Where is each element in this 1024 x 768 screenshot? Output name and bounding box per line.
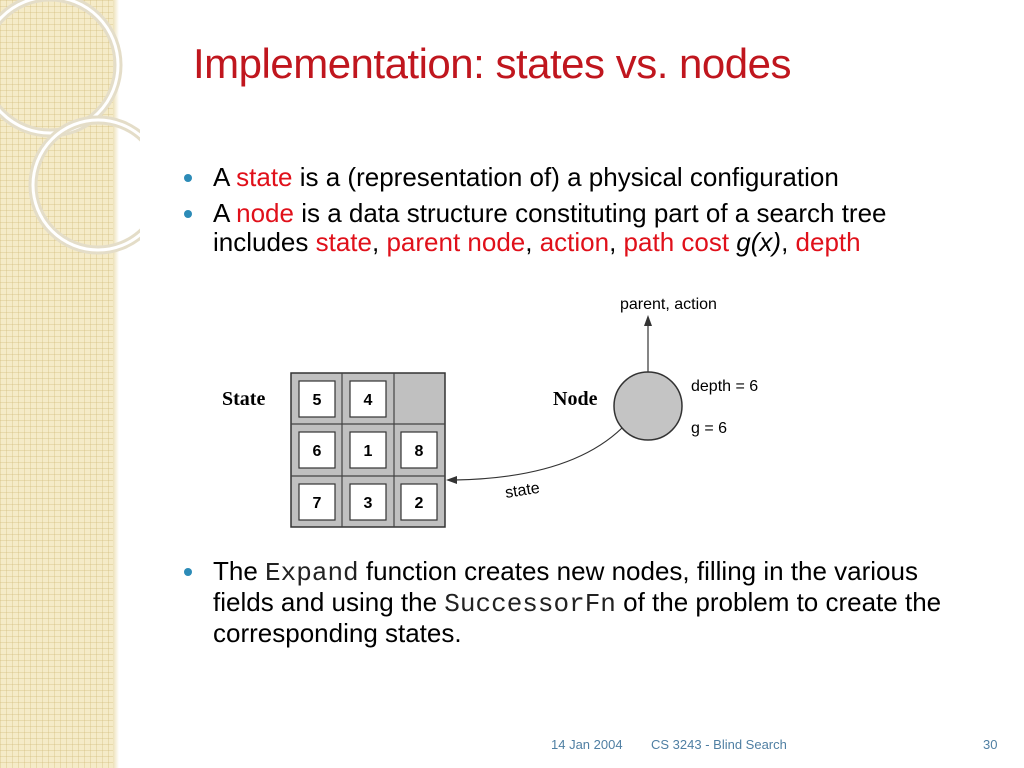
field-parent-node: parent node bbox=[386, 227, 526, 257]
separator: , bbox=[781, 227, 796, 257]
tile-2-1 bbox=[298, 431, 336, 469]
node-circle bbox=[613, 371, 683, 441]
bullet-dot-icon bbox=[184, 174, 192, 182]
bullet-state: A state is a (representation of) a physi… bbox=[184, 163, 984, 192]
bullet-list: A state is a (representation of) a physi… bbox=[184, 163, 984, 264]
state-arrowhead-icon bbox=[446, 476, 457, 484]
state-arrow bbox=[454, 427, 623, 481]
tile-3-2 bbox=[349, 483, 387, 521]
tile-3-1 bbox=[298, 483, 336, 521]
term-node: node bbox=[236, 198, 294, 228]
parent-action-label: parent, action bbox=[620, 296, 717, 313]
bullet-text: A bbox=[213, 198, 237, 228]
bullet-text: is a data structure constituting part of… bbox=[213, 198, 887, 257]
bullet-text: function creates new nodes, filling in t… bbox=[213, 556, 918, 617]
tile-number: 4 bbox=[364, 392, 373, 409]
field-path-cost: path cost bbox=[623, 227, 730, 257]
tile-number: 6 bbox=[313, 443, 322, 460]
bullet-dot-icon bbox=[184, 568, 192, 576]
tile-2-3 bbox=[400, 431, 438, 469]
footer-course: CS 3243 - Blind Search bbox=[651, 737, 787, 752]
separator: , bbox=[609, 227, 624, 257]
tile-number: 1 bbox=[364, 443, 373, 460]
field-action: action bbox=[539, 227, 610, 257]
node-label: Node bbox=[553, 388, 598, 410]
field-depth: depth bbox=[795, 227, 861, 257]
decorative-band-edge bbox=[113, 0, 119, 768]
bullet-list-lower: The Expand function creates new nodes, f… bbox=[184, 557, 984, 655]
code-expand: Expand bbox=[265, 558, 359, 588]
tile-3-3 bbox=[400, 483, 438, 521]
tile-number: 3 bbox=[364, 495, 373, 512]
bullet-text: A bbox=[213, 162, 237, 192]
tile-2-2 bbox=[349, 431, 387, 469]
bullet-dot-icon bbox=[184, 210, 192, 218]
bullet-expand: The Expand function creates new nodes, f… bbox=[184, 557, 984, 648]
term-state: state bbox=[236, 162, 293, 192]
tile-number: 7 bbox=[313, 495, 322, 512]
footer-page-number: 30 bbox=[983, 737, 998, 752]
slide-title: Implementation: states vs. nodes bbox=[193, 40, 791, 87]
bullet-text: of the problem to create the correspondi… bbox=[213, 587, 942, 648]
state-label: State bbox=[222, 388, 265, 410]
tile-number: 8 bbox=[415, 443, 424, 460]
tile-number: 5 bbox=[313, 392, 322, 409]
bullet-node: A node is a data structure constituting … bbox=[184, 199, 984, 257]
puzzle-grid: 5 4 6 1 8 7 3 2 bbox=[290, 372, 446, 528]
separator: , bbox=[525, 227, 540, 257]
code-successorfn: SuccessorFn bbox=[444, 589, 616, 619]
decorative-rings bbox=[0, 0, 140, 255]
path-cost-symbol: g(x) bbox=[736, 227, 782, 257]
bullet-text: The bbox=[213, 556, 266, 586]
bullet-text: is a (representation of) a physical conf… bbox=[292, 162, 839, 192]
tile-number: 2 bbox=[415, 495, 424, 512]
tile-1-1 bbox=[298, 380, 336, 418]
footer-date: 14 Jan 2004 bbox=[551, 737, 623, 752]
field-state: state bbox=[315, 227, 372, 257]
state-arrow-label: state bbox=[504, 480, 541, 502]
tile-1-2 bbox=[349, 380, 387, 418]
g-label: g = 6 bbox=[691, 420, 727, 437]
parent-arrowhead-icon bbox=[644, 315, 652, 326]
separator: , bbox=[372, 227, 387, 257]
depth-label: depth = 6 bbox=[691, 378, 758, 395]
